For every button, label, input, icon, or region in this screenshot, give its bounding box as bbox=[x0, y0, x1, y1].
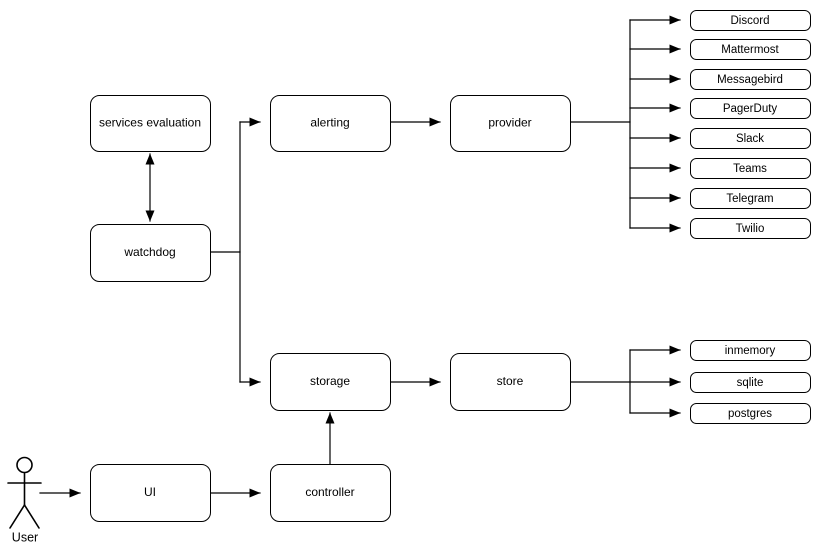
edges-layer bbox=[39, 15, 681, 498]
user-actor-head-icon bbox=[16, 456, 33, 474]
user-actor-leg-right bbox=[23, 504, 40, 529]
node-ui-label: UI bbox=[144, 485, 156, 499]
leaf-postgres[interactable]: postgres bbox=[690, 403, 811, 424]
leaf-sqlite-label: sqlite bbox=[737, 377, 764, 389]
user-actor-leg-left bbox=[9, 504, 26, 529]
leaf-twilio-rect[interactable] bbox=[690, 218, 811, 239]
node-ui-rect[interactable] bbox=[90, 464, 211, 522]
leaf-telegram[interactable]: Telegram bbox=[690, 188, 811, 209]
leaf-pagerduty[interactable]: PagerDuty bbox=[690, 98, 811, 119]
node-store-label: store bbox=[497, 374, 524, 388]
leaf-teams-label: Teams bbox=[733, 163, 767, 175]
leaf-mattermost[interactable]: Mattermost bbox=[690, 39, 811, 60]
node-provider-rect[interactable] bbox=[450, 95, 571, 152]
leaf-messagebird-rect[interactable] bbox=[690, 69, 811, 90]
leaf-mattermost-rect[interactable] bbox=[690, 39, 811, 60]
leaf-telegram-label: Telegram bbox=[726, 193, 773, 205]
node-controller-rect[interactable] bbox=[270, 464, 391, 522]
user-actor-label: User bbox=[12, 530, 38, 544]
node-alerting-rect[interactable] bbox=[270, 95, 391, 152]
leaf-telegram-rect[interactable] bbox=[690, 188, 811, 209]
leaf-slack-label: Slack bbox=[736, 133, 764, 145]
store-targets-layer: inmemory sqlite postgres bbox=[690, 340, 811, 424]
leaf-pagerduty-label: PagerDuty bbox=[723, 103, 778, 115]
node-alerting-label: alerting bbox=[310, 116, 349, 130]
node-provider[interactable]: provider bbox=[450, 95, 571, 152]
leaf-pagerduty-rect[interactable] bbox=[690, 98, 811, 119]
node-storage[interactable]: storage bbox=[270, 353, 391, 411]
node-store-rect[interactable] bbox=[450, 353, 571, 411]
node-watchdog-rect[interactable] bbox=[90, 224, 211, 282]
leaf-teams-rect[interactable] bbox=[690, 158, 811, 179]
leaf-messagebird[interactable]: Messagebird bbox=[690, 69, 811, 90]
leaf-postgres-rect[interactable] bbox=[690, 403, 811, 424]
leaf-slack-rect[interactable] bbox=[690, 128, 811, 149]
leaf-sqlite[interactable]: sqlite bbox=[690, 372, 811, 393]
node-watchdog-label: watchdog bbox=[123, 245, 175, 259]
leaf-twilio[interactable]: Twilio bbox=[690, 218, 811, 239]
leaf-messagebird-label: Messagebird bbox=[717, 74, 783, 86]
provider-targets-layer: Discord Mattermost Messagebird PagerDuty… bbox=[690, 10, 811, 239]
leaf-sqlite-rect[interactable] bbox=[690, 372, 811, 393]
user-actor[interactable]: User bbox=[7, 456, 42, 545]
leaf-teams[interactable]: Teams bbox=[690, 158, 811, 179]
leaf-inmemory[interactable]: inmemory bbox=[690, 340, 811, 361]
leaf-slack[interactable]: Slack bbox=[690, 128, 811, 149]
leaf-twilio-label: Twilio bbox=[736, 223, 765, 235]
node-controller-label: controller bbox=[305, 485, 354, 499]
leaf-discord[interactable]: Discord bbox=[690, 10, 811, 31]
node-provider-label: provider bbox=[488, 116, 531, 130]
node-controller[interactable]: controller bbox=[270, 464, 391, 522]
node-watchdog[interactable]: watchdog bbox=[90, 224, 211, 282]
node-services-evaluation-label: services evaluation bbox=[99, 116, 201, 130]
node-services-evaluation[interactable]: services evaluation bbox=[90, 95, 211, 152]
node-storage-label: storage bbox=[310, 374, 350, 388]
leaf-inmemory-rect[interactable] bbox=[690, 340, 811, 361]
node-ui[interactable]: UI bbox=[90, 464, 211, 522]
leaf-inmemory-label: inmemory bbox=[725, 345, 776, 357]
node-alerting[interactable]: alerting bbox=[270, 95, 391, 152]
leaf-discord-rect[interactable] bbox=[690, 10, 811, 31]
node-store[interactable]: store bbox=[450, 353, 571, 411]
nodes-layer: services evaluation watchdog alerting pr… bbox=[90, 95, 571, 522]
leaf-mattermost-label: Mattermost bbox=[721, 44, 779, 56]
edge-provider-fanout bbox=[629, 15, 681, 233]
node-storage-rect[interactable] bbox=[270, 353, 391, 411]
node-services-evaluation-rect[interactable] bbox=[90, 95, 211, 152]
edge-store-fanout bbox=[629, 345, 681, 418]
leaf-postgres-label: postgres bbox=[728, 408, 772, 420]
leaf-discord-label: Discord bbox=[731, 15, 770, 27]
